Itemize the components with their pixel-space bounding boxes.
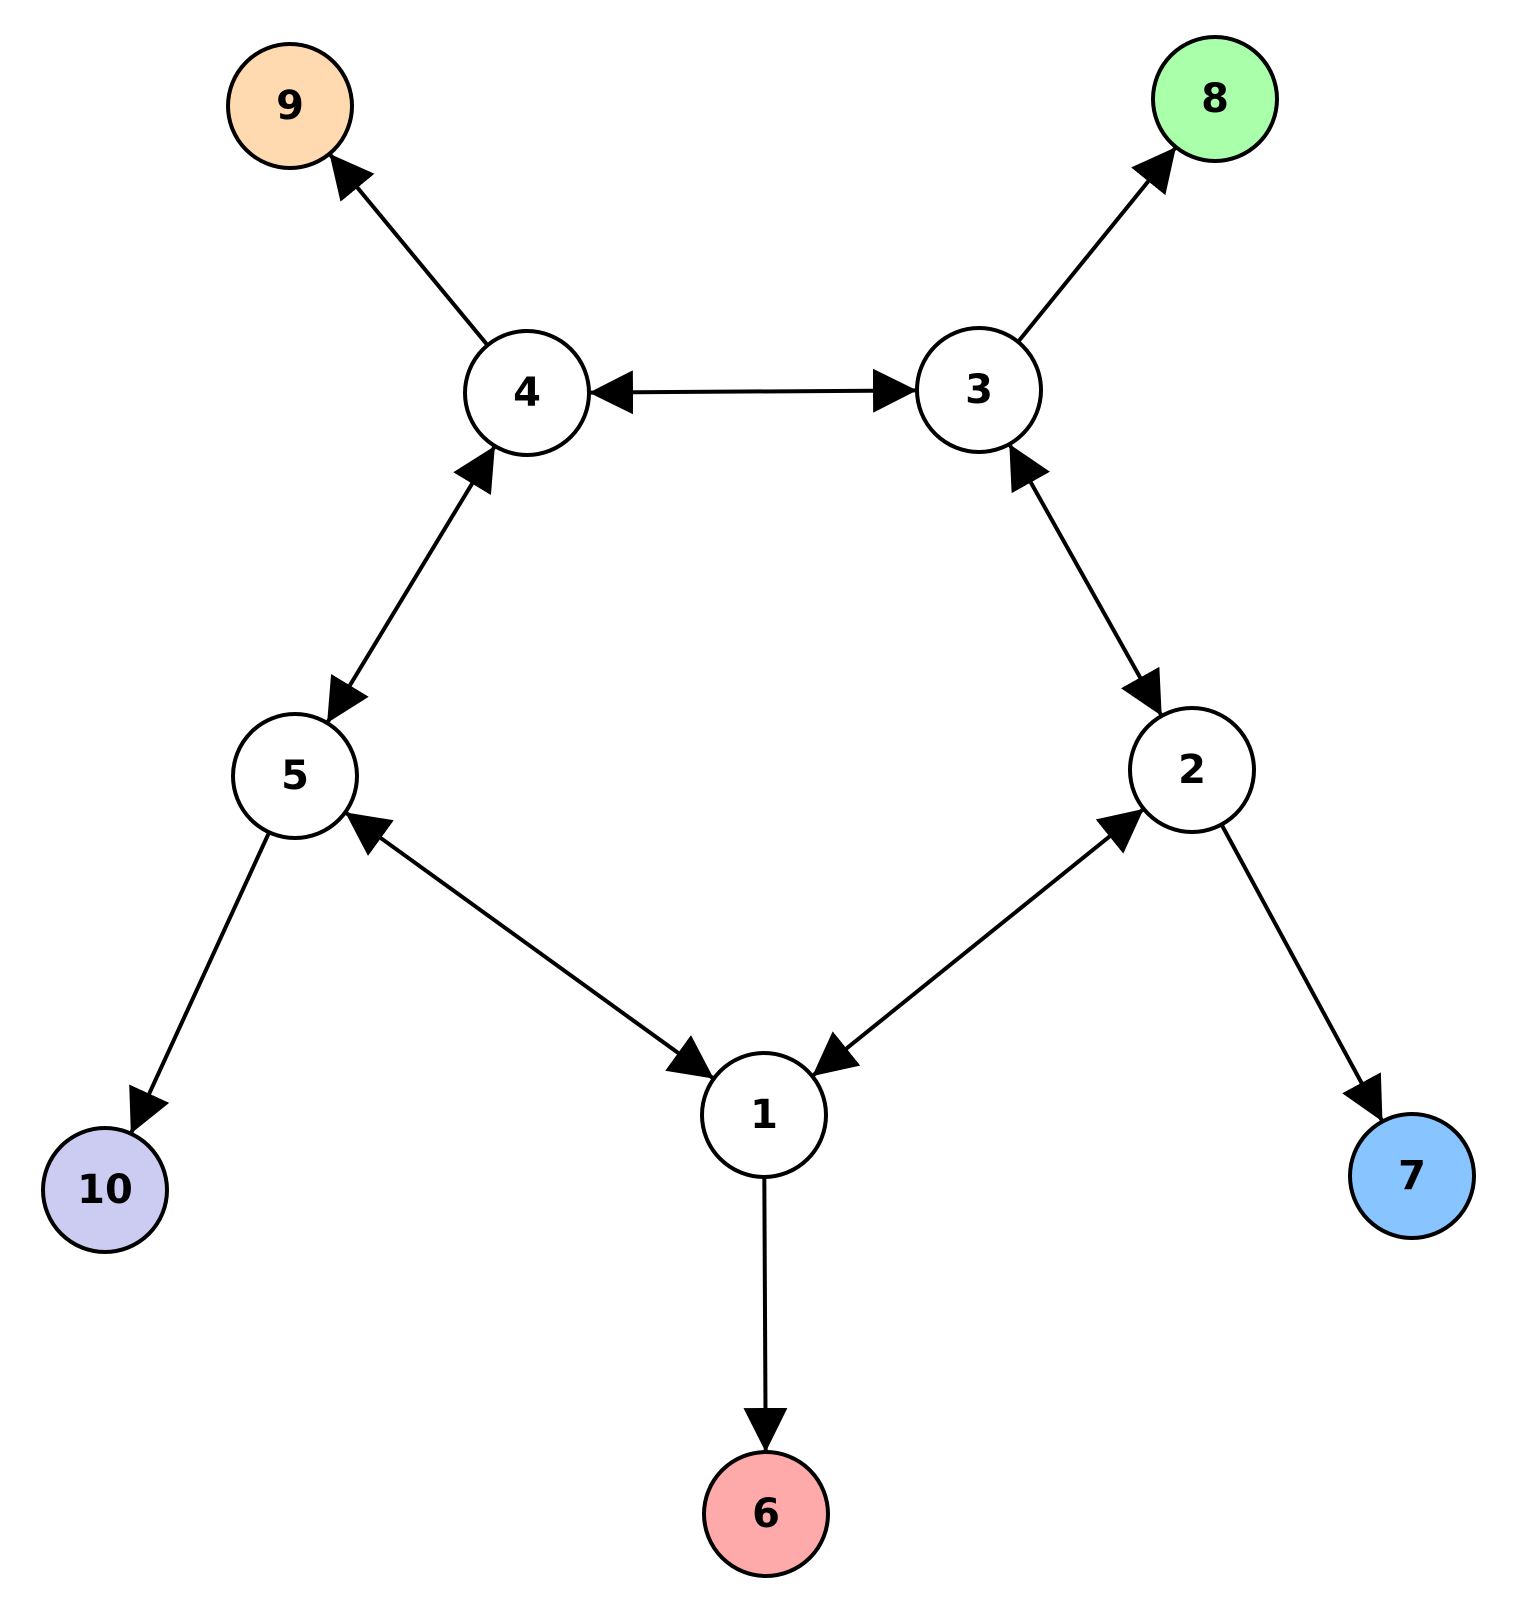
node-circle-5 — [231, 712, 359, 840]
node-9: 9 — [226, 42, 354, 170]
edge-5-1 — [344, 810, 715, 1081]
edge-4-9 — [327, 152, 490, 347]
edge-2-7 — [1219, 823, 1385, 1123]
node-circle-1 — [700, 1051, 828, 1179]
node-label-5: 5 — [281, 753, 309, 799]
node-10: 10 — [41, 1126, 169, 1254]
edge-1-6 — [743, 1176, 788, 1453]
node-label-4: 4 — [513, 370, 541, 416]
node-circle-7 — [1348, 1112, 1476, 1240]
edge-3-2 — [1007, 443, 1164, 717]
node-1: 1 — [700, 1051, 828, 1179]
edges-layer — [129, 145, 1385, 1453]
node-circle-2 — [1128, 706, 1256, 834]
node-label-3: 3 — [965, 367, 993, 413]
node-4: 4 — [463, 329, 591, 457]
nodes-layer: 1 2 3 4 5 6 7 8 9 10 — [41, 35, 1476, 1578]
node-label-10: 10 — [77, 1167, 133, 1213]
edge-4-5 — [325, 444, 497, 725]
node-6: 6 — [702, 1450, 830, 1578]
node-label-7: 7 — [1398, 1153, 1426, 1199]
node-5: 5 — [231, 712, 359, 840]
edge-2-1 — [811, 807, 1145, 1078]
node-label-8: 8 — [1201, 76, 1229, 122]
node-3: 3 — [915, 326, 1043, 454]
node-circle-10 — [41, 1126, 169, 1254]
node-circle-8 — [1151, 35, 1279, 163]
node-circle-9 — [226, 42, 354, 170]
node-label-1: 1 — [750, 1092, 778, 1138]
node-7: 7 — [1348, 1112, 1476, 1240]
node-2: 2 — [1128, 706, 1256, 834]
edge-3-8 — [1016, 145, 1178, 344]
node-circle-4 — [463, 329, 591, 457]
edge-4-3 — [588, 368, 918, 415]
node-label-9: 9 — [276, 83, 304, 129]
node-circle-6 — [702, 1450, 830, 1578]
node-circle-3 — [915, 326, 1043, 454]
node-8: 8 — [1151, 35, 1279, 163]
node-label-2: 2 — [1178, 747, 1206, 793]
edge-5-10 — [129, 831, 271, 1135]
node-label-6: 6 — [752, 1491, 780, 1537]
